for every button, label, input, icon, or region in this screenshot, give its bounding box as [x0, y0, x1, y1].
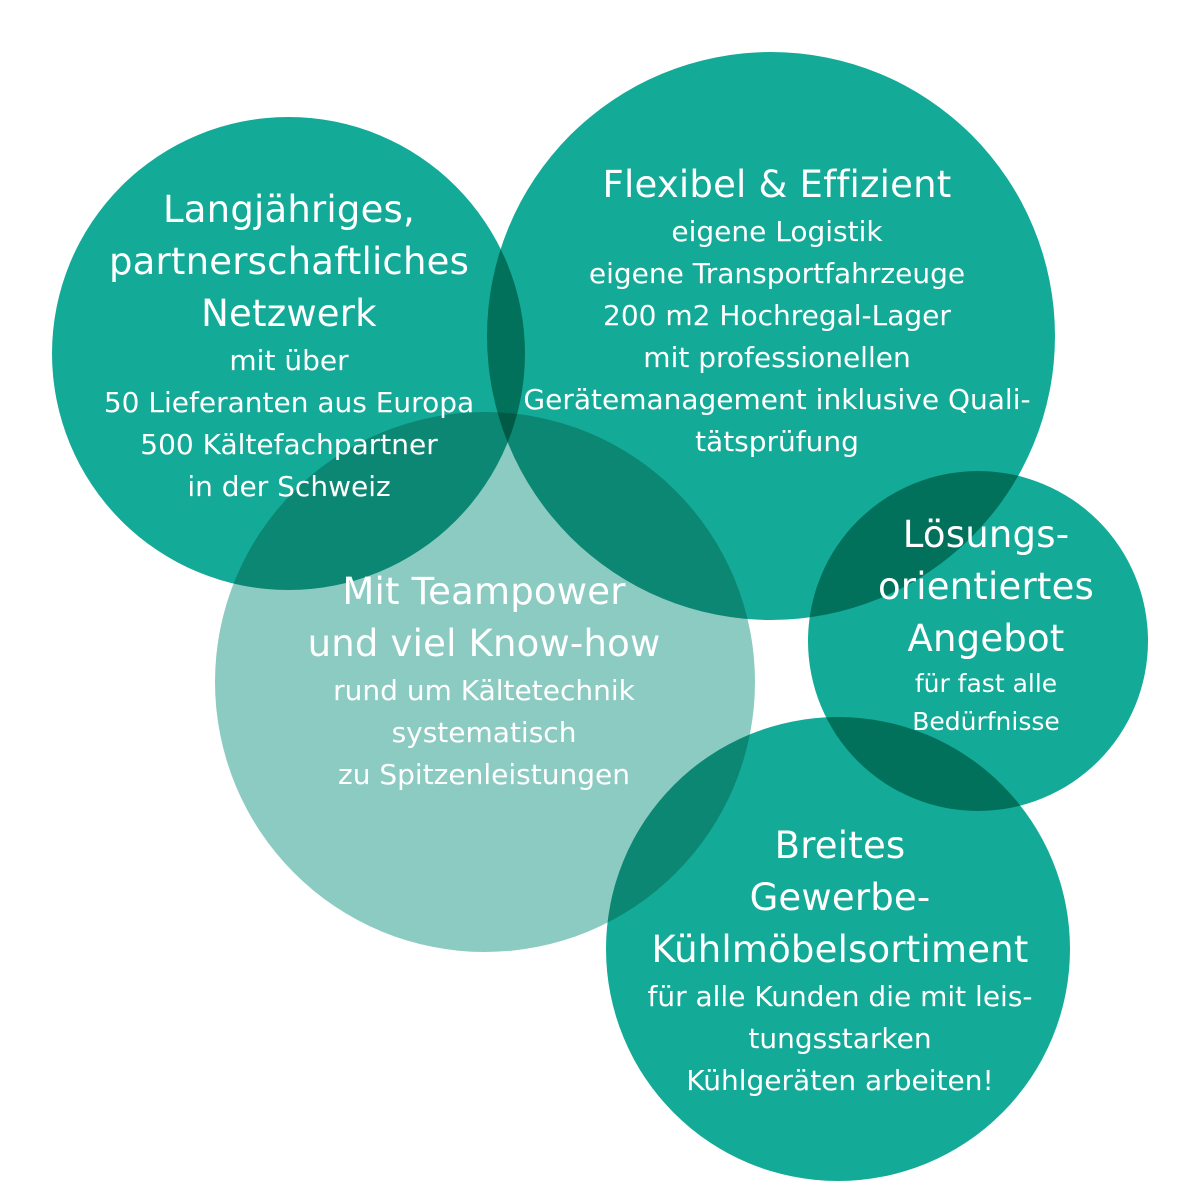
- network-body-line: 50 Lieferanten aus Europa: [103, 386, 475, 419]
- team-text: Mit Teampower und viel Know-how rund um …: [308, 566, 661, 796]
- flexible-title-line: Flexibel & Effizient: [602, 163, 952, 206]
- network-body-line: 500 Kältefachpartner: [140, 428, 438, 461]
- range-body-line: tungsstarken: [748, 1022, 932, 1055]
- range-title-line: Kühlmöbelsortiment: [651, 928, 1029, 971]
- team-body-line: rund um Kältetechnik: [333, 674, 635, 707]
- solutions-title-line: orientiertes: [877, 565, 1095, 608]
- solutions-title-line: Angebot: [907, 617, 1065, 660]
- solutions-text: Lösungs- orientiertes Angebot für fast a…: [878, 509, 1094, 741]
- team-title-line: Mit Teampower: [342, 570, 626, 613]
- flexible-body-line: eigene Logistik: [671, 215, 883, 248]
- flexible-body-line: mit professionellen: [643, 341, 911, 374]
- range-title-line: Breites: [774, 824, 906, 867]
- flexible-body-line: Gerätemanagement inklusive Quali-: [523, 383, 1031, 416]
- network-body-line: in der Schweiz: [187, 470, 391, 503]
- network-text: Langjähriges, partnerschaftliches Netzwe…: [104, 184, 474, 508]
- flexible-body-line: eigene Transportfahrzeuge: [588, 257, 966, 290]
- team-body-line: zu Spitzenleistungen: [338, 758, 630, 791]
- range-body-line: Kühlgeräten arbeiten!: [686, 1064, 994, 1097]
- flexible-body-line: 200 m2 Hochregal-Lager: [603, 299, 951, 332]
- network-title-line: Langjähriges,: [162, 188, 415, 231]
- range-body-line: für alle Kunden die mit leis-: [647, 980, 1033, 1013]
- team-body-line: systematisch: [391, 716, 577, 749]
- network-bubble: [52, 117, 525, 590]
- solutions-body-line: Bedürfnisse: [912, 707, 1060, 736]
- flexible-body-line: tätsprüfung: [695, 425, 859, 458]
- flexible-text: Flexibel & Effizient eigene Logistik eig…: [523, 159, 1030, 463]
- range-text: Breites Gewerbe- Kühlmöbelsortiment für …: [647, 820, 1032, 1102]
- solutions-body-line: für fast alle: [914, 669, 1058, 698]
- network-title-line: partnerschaftliches: [108, 240, 470, 283]
- range-bubble: [606, 717, 1070, 1181]
- network-body-line: mit über: [229, 344, 349, 377]
- team-title-line: und viel Know-how: [307, 622, 661, 665]
- solutions-title-line: Lösungs-: [902, 513, 1070, 556]
- range-title-line: Gewerbe-: [749, 876, 931, 919]
- network-title-line: Netzwerk: [201, 292, 377, 335]
